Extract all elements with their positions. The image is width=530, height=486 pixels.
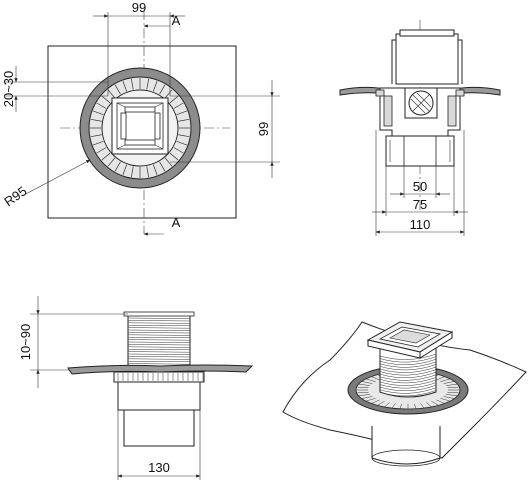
plan-dim-top-width: 99 (132, 0, 146, 15)
plan-section-mark-bottom: A (172, 215, 181, 230)
section-view: 50 75 110 (339, 20, 501, 236)
side-dim-flange-diameter: 130 (148, 460, 170, 475)
plan-view: 99 A A 99 20~30 R95 (1, 0, 280, 236)
plan-grate-slot-bottom (124, 139, 156, 146)
side-threaded-riser (127, 313, 191, 373)
plan-dim-right-height: 99 (256, 122, 271, 136)
plan-radius-label: R95 (1, 183, 29, 209)
side-flange (67, 364, 254, 375)
side-outlet (123, 409, 195, 447)
plan-grate-slot-top (124, 106, 156, 113)
side-view: 10~90 130 (18, 296, 254, 480)
iso-threads (379, 353, 437, 397)
plan-grate-slot-left (120, 112, 127, 140)
plan-dim-left-offset: 20~30 (1, 71, 16, 108)
plan-flange-outline (47, 45, 237, 219)
isometric-view (282, 321, 527, 467)
plan-section-mark-top: A (172, 13, 181, 28)
side-body (117, 381, 201, 411)
section-dim-outer-diameter: 110 (410, 217, 431, 232)
section-dim-inner-diameter: 50 (413, 179, 427, 194)
section-riser (395, 33, 459, 85)
plan-grate-inner (116, 102, 164, 150)
iso-outlet (371, 426, 441, 465)
section-outlet (385, 135, 455, 167)
plan-grate-slot-right (154, 112, 161, 140)
plan-ribs (90, 78, 190, 178)
side-dim-height-range: 10~90 (18, 324, 33, 361)
section-dim-mid-diameter: 75 (413, 197, 427, 212)
